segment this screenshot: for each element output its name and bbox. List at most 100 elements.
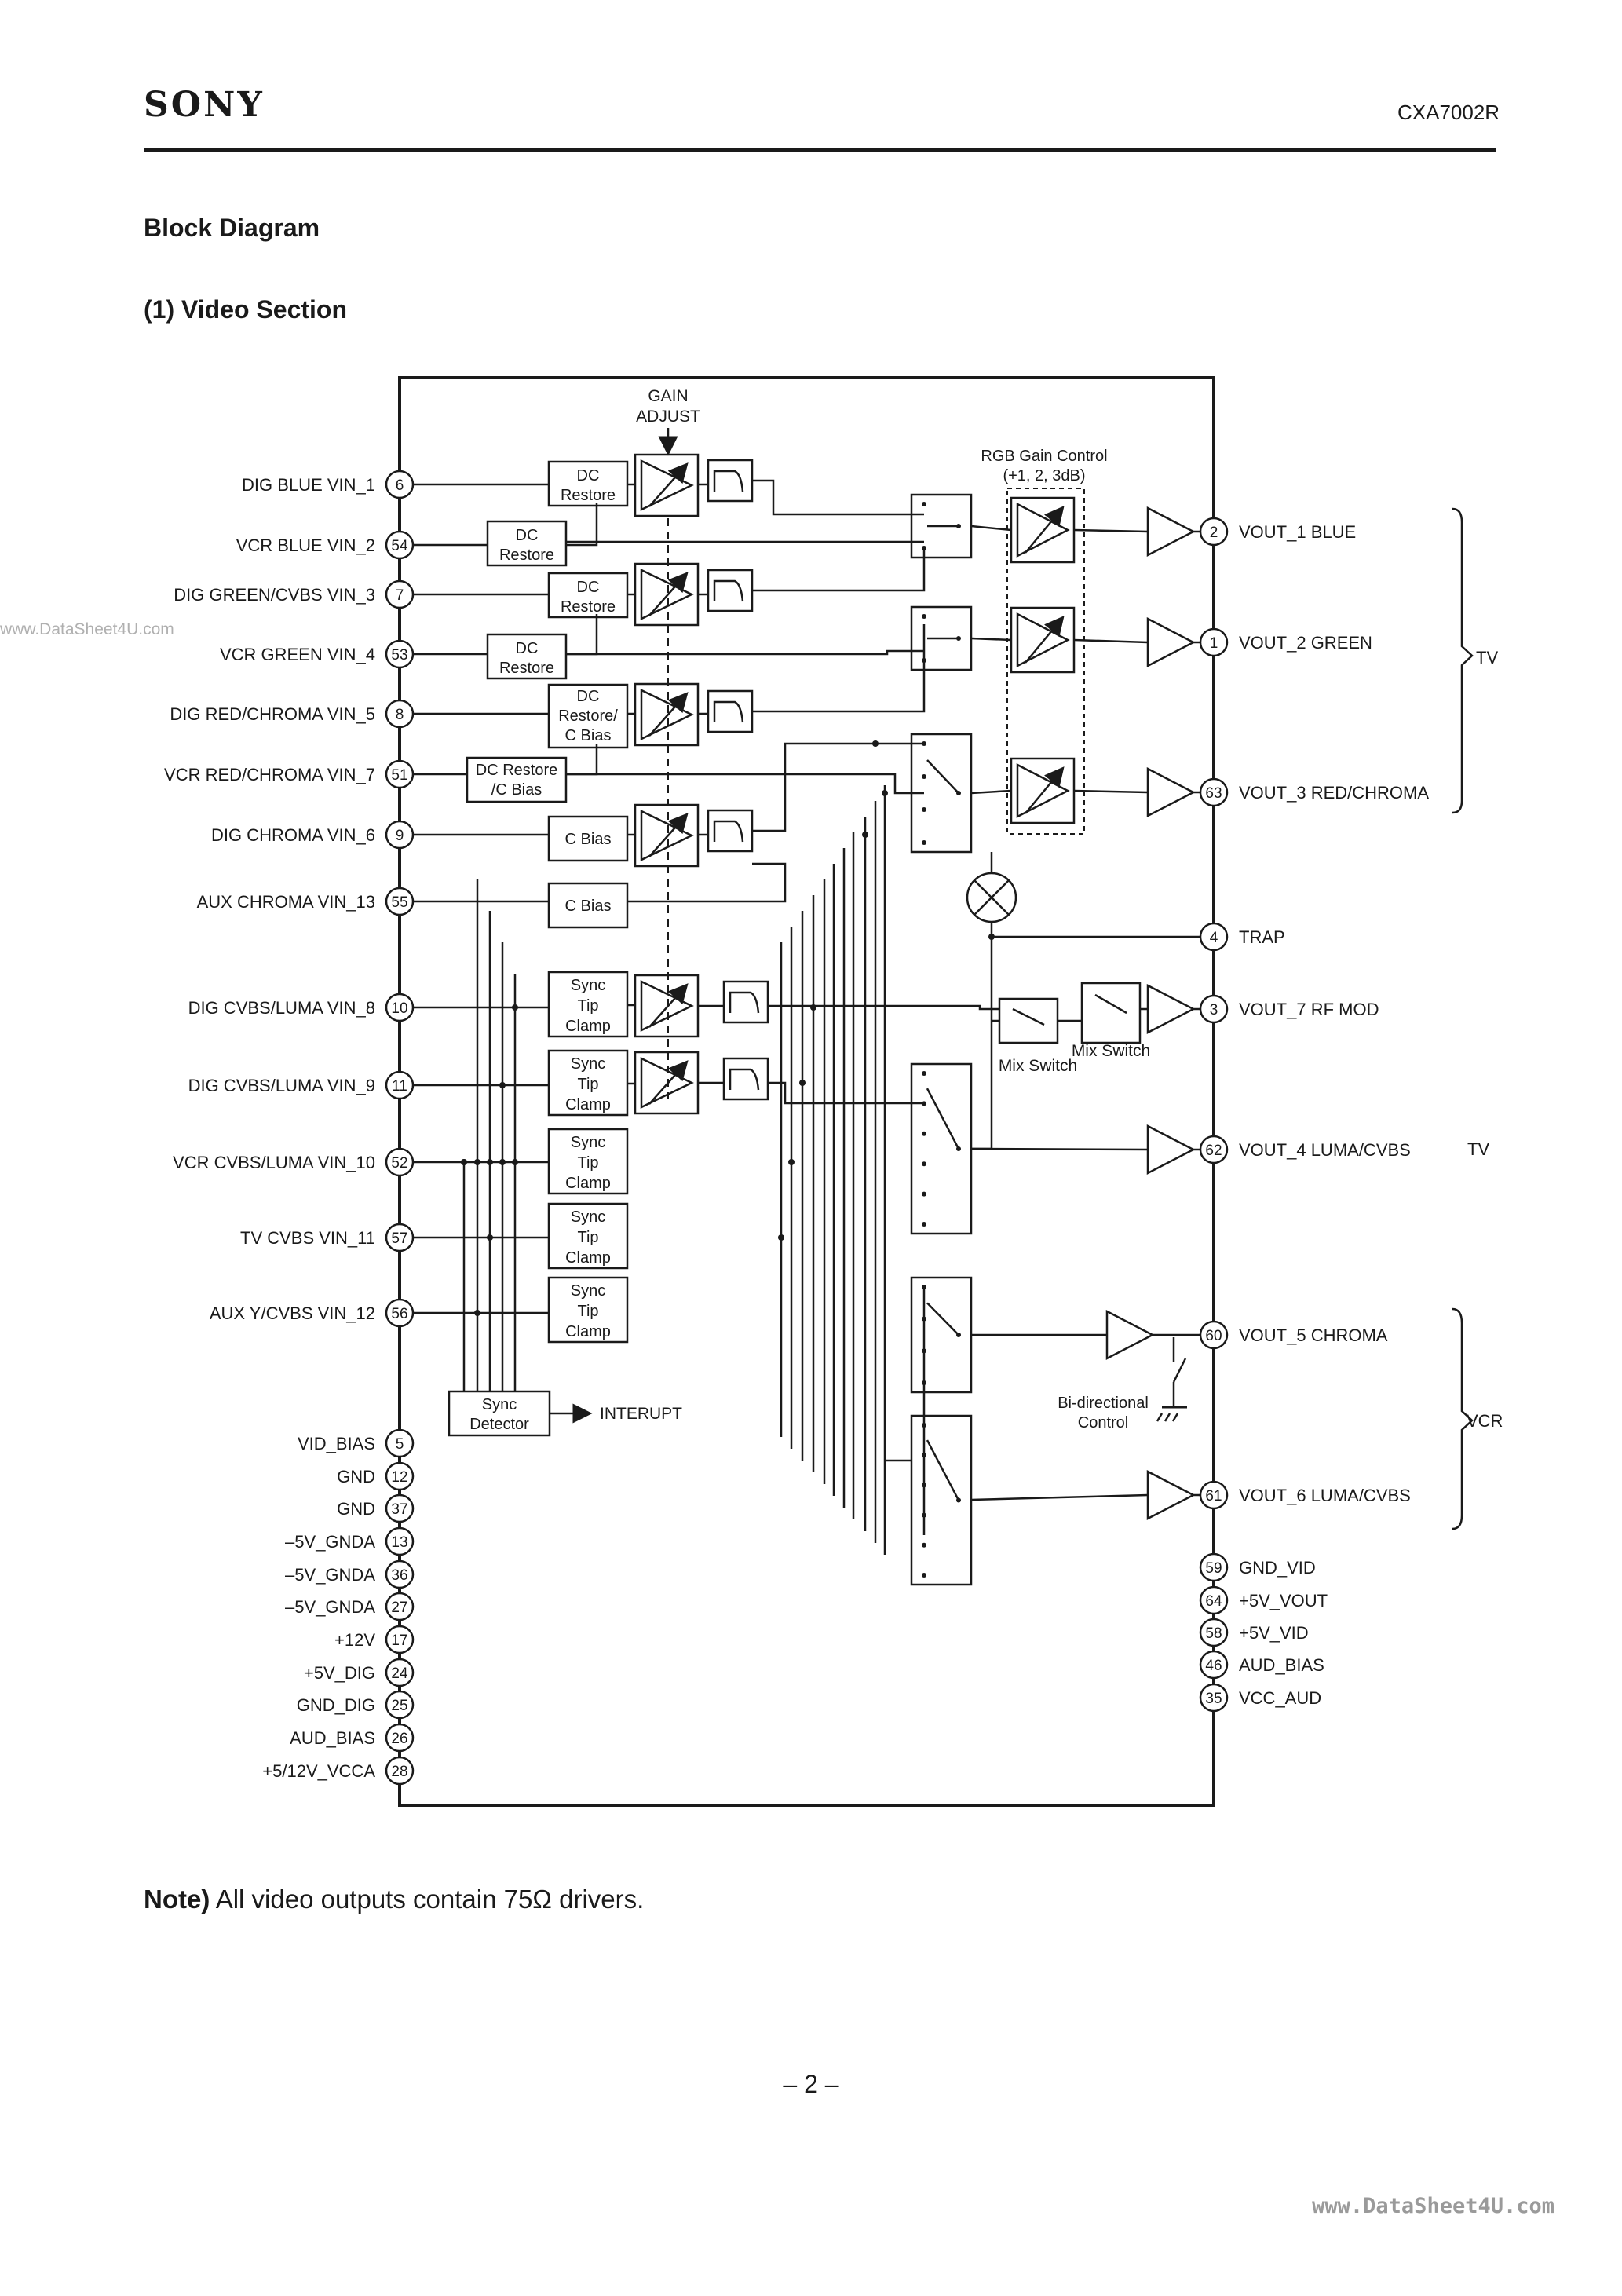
wire	[990, 922, 1200, 938]
pin-number: 59	[1205, 1560, 1222, 1577]
pin-number: 51	[391, 767, 407, 784]
wire	[752, 550, 926, 592]
pin-number: 27	[391, 1600, 407, 1616]
power-pin-label: –5V_GNDA	[285, 1532, 375, 1552]
junction-dot	[872, 740, 879, 747]
svg-text:Tip: Tip	[577, 1154, 598, 1172]
rgb-gain-control-label: RGB Gain Control	[981, 448, 1107, 465]
tv-bracket	[1452, 507, 1474, 814]
right-pin-label: VOUT_2 GREEN	[1239, 633, 1372, 653]
pin-number: 8	[396, 707, 404, 723]
wire	[752, 624, 926, 713]
pin-number: 46	[1205, 1658, 1222, 1674]
left-pin-label: AUX Y/CVBS VIN_12	[210, 1303, 375, 1323]
bidirectional-label-2: Control	[1078, 1414, 1128, 1431]
power-pin-label: +12V	[334, 1630, 375, 1650]
pin-64	[1199, 1585, 1229, 1615]
junction-dot	[778, 1234, 784, 1241]
switch-luma-vcr	[910, 1414, 973, 1586]
wire	[566, 649, 924, 656]
lowpass-filters	[707, 459, 769, 1101]
wire	[566, 503, 598, 547]
right-pin-label: VOUT_6 LUMA/CVBS	[1239, 1486, 1411, 1505]
svg-text:Restore/: Restore/	[558, 707, 618, 725]
left-pin-label: DIG BLUE VIN_1	[242, 475, 375, 495]
part-number: CXA7002R	[1397, 101, 1500, 124]
right-power-pin-label: GND_VID	[1239, 1558, 1316, 1578]
svg-text:Sync: Sync	[571, 1282, 605, 1300]
c-bias-block	[547, 815, 629, 862]
svg-text:Restore: Restore	[561, 598, 616, 616]
pin-number: 10	[391, 1000, 407, 1017]
pin-number: 58	[1205, 1625, 1222, 1642]
pin-number: 53	[391, 647, 407, 664]
junction-dot	[499, 1082, 506, 1088]
svg-text:DC Restore: DC Restore	[476, 762, 557, 779]
wire	[1073, 638, 1149, 644]
mix-switch-label-2: Mix Switch	[1072, 1042, 1150, 1060]
watermark-side: www.DataSheet4U.com	[0, 620, 174, 638]
power-pin-label: GND_DIG	[297, 1695, 375, 1715]
right-pin-label: VOUT_3 RED/CHROMA	[1239, 783, 1429, 803]
pin-27	[385, 1592, 415, 1621]
svg-text:C Bias: C Bias	[565, 898, 612, 915]
junction-dot	[499, 1159, 506, 1165]
svg-text:Detector: Detector	[469, 1416, 529, 1433]
left-power-pin-group: 5VID_BIAS12GND37GND13–5V_GNDA36–5V_GNDA2…	[262, 1428, 415, 1786]
section-title: (1) Video Section	[144, 295, 348, 324]
rgb-gain-amp	[1010, 757, 1076, 824]
pin-number: 64	[1205, 1593, 1222, 1610]
left-pin-label: DIG CVBS/LUMA VIN_9	[188, 1076, 375, 1095]
pin-number: 36	[391, 1567, 407, 1584]
svg-text:/C Bias: /C Bias	[491, 781, 542, 799]
pin-12	[385, 1461, 415, 1491]
pin-58	[1199, 1618, 1229, 1647]
junction-dot	[810, 1004, 816, 1011]
pin-35	[1199, 1683, 1229, 1713]
pin-25	[385, 1690, 415, 1720]
power-pin-label: VID_BIAS	[298, 1434, 375, 1453]
output-buffer	[1146, 616, 1196, 668]
pin-5	[385, 1428, 415, 1458]
bidirectional-label-1: Bi-directional	[1058, 1395, 1149, 1412]
svg-text:Clamp: Clamp	[565, 1096, 611, 1113]
junction-dot	[487, 1159, 493, 1165]
pin-number: 52	[391, 1155, 407, 1172]
svg-text:Sync: Sync	[571, 1208, 605, 1226]
pin-number: 25	[391, 1698, 407, 1714]
output-buffer	[1146, 506, 1196, 558]
svg-text:Clamp: Clamp	[565, 1249, 611, 1267]
svg-text:Clamp: Clamp	[565, 1323, 611, 1340]
dc-restore-block	[486, 633, 568, 680]
mix-switch-box-2	[1080, 982, 1142, 1044]
left-pin-label: TV CVBS VIN_11	[240, 1228, 375, 1248]
gain-amplifiers	[634, 453, 1076, 1115]
tv-group-label: TV	[1476, 648, 1498, 667]
gain-amp	[634, 974, 700, 1038]
pin-number: 26	[391, 1731, 407, 1747]
left-pin-label: VCR BLUE VIN_2	[236, 536, 375, 555]
svg-text:DC: DC	[516, 527, 539, 544]
output-buffer	[1146, 983, 1196, 1035]
gain-amp	[634, 562, 700, 627]
input-blocks: DC Restore DC Restore DC Restore DC Rest…	[448, 460, 682, 1437]
junction-dot	[512, 1004, 518, 1011]
right-power-pin-label: AUD_BIAS	[1239, 1655, 1324, 1675]
pin-number: 17	[391, 1632, 407, 1649]
pin-13	[385, 1526, 415, 1556]
gain-adjust-label-line1: GAIN	[648, 387, 688, 405]
rgb-gain-control-box	[1006, 488, 1085, 835]
svg-text:Clamp: Clamp	[565, 1018, 611, 1035]
left-pin-label: VCR RED/CHROMA VIN_7	[164, 765, 375, 784]
left-pin-label: VCR CVBS/LUMA VIN_10	[173, 1153, 375, 1172]
wire	[971, 937, 993, 1150]
svg-text:DC: DC	[577, 688, 600, 705]
sync-tip-clamp-block	[547, 1276, 629, 1344]
wire	[566, 614, 598, 656]
svg-text:Tip: Tip	[577, 997, 598, 1015]
output-buffer	[1105, 1309, 1155, 1361]
svg-text:Sync: Sync	[571, 1055, 605, 1073]
pin-59	[1199, 1552, 1229, 1582]
